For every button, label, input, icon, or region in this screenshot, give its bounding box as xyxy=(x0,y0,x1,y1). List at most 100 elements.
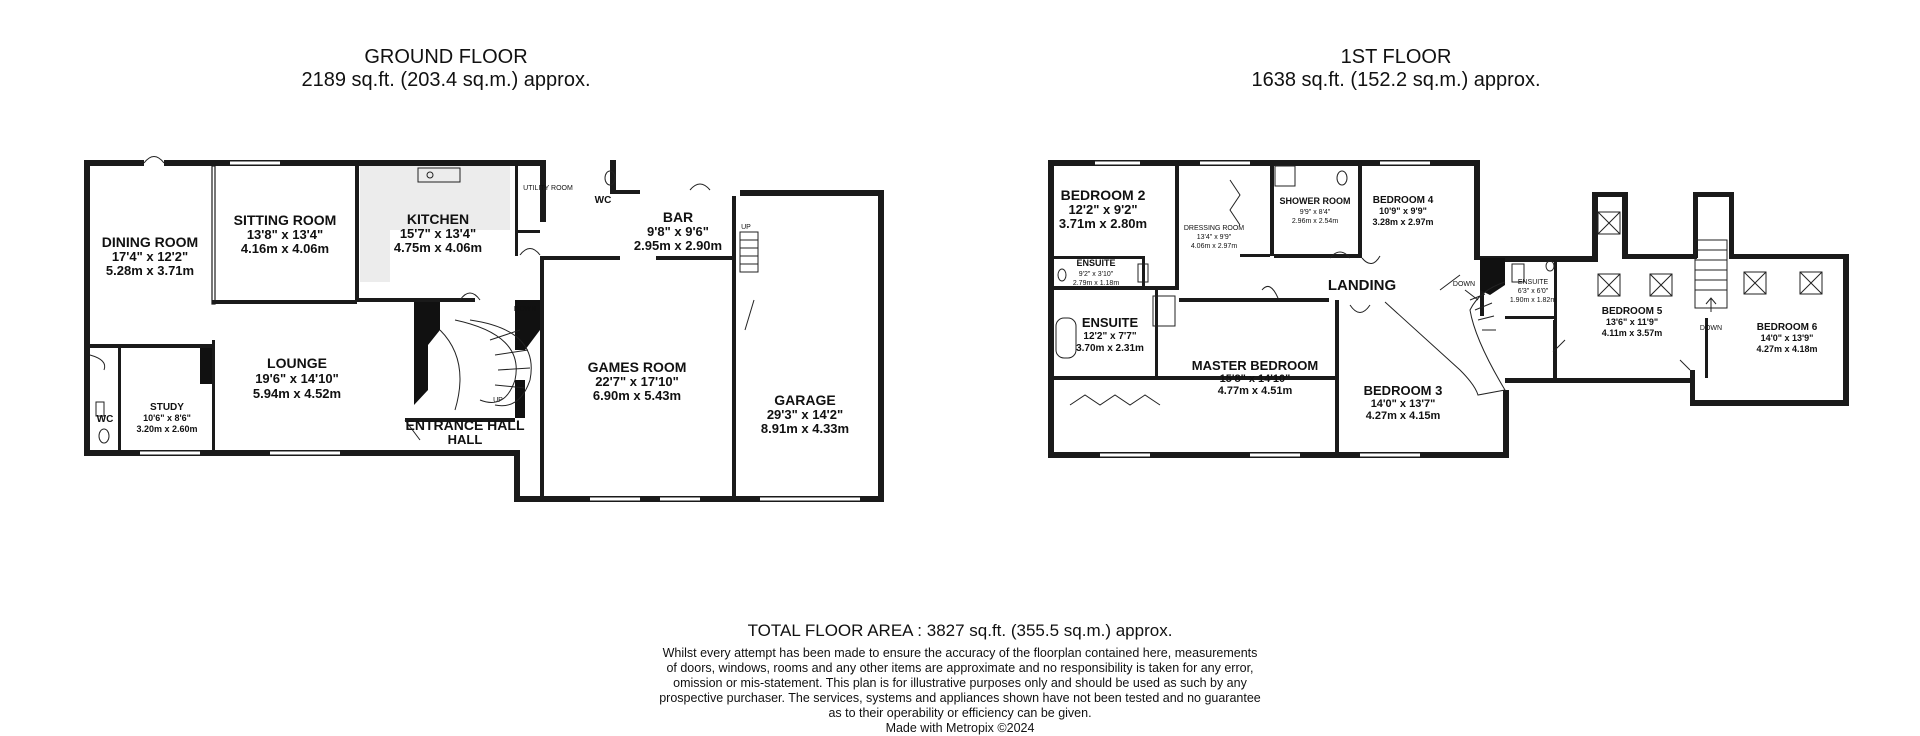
stair-label-down-2: DOWN xyxy=(1700,325,1722,332)
windows xyxy=(140,161,860,501)
svg-text:5.28m x 3.71m: 5.28m x 3.71m xyxy=(106,263,194,278)
disclaimer-line: Whilst every attempt has been made to en… xyxy=(662,646,1258,660)
room-label-wc-2: WC xyxy=(97,414,114,425)
svg-text:10'9" x 9'9": 10'9" x 9'9" xyxy=(1379,206,1427,216)
credit: Made with Metropix ©2024 xyxy=(885,721,1035,735)
svg-text:15'7" x 13'4": 15'7" x 13'4" xyxy=(400,226,476,241)
shower-icon xyxy=(1274,165,1296,187)
room-label-bedroom-3: BEDROOM 3 14'0" x 13'7" 4.27m x 4.15m xyxy=(1364,383,1443,422)
room-label-lounge: LOUNGE 19'6" x 14'10" 5.94m x 4.52m xyxy=(253,355,341,401)
kitchen-sink-icon xyxy=(417,167,461,183)
room-label-bedroom-6: BEDROOM 6 14'0" x 13'9" 4.27m x 4.18m xyxy=(1756,322,1817,354)
svg-text:22'7" x 17'10": 22'7" x 17'10" xyxy=(595,374,679,389)
disclaimer-line: of doors, windows, rooms and any other i… xyxy=(666,661,1254,675)
bath-icon xyxy=(1055,317,1077,359)
svg-text:5.94m x 4.52m: 5.94m x 4.52m xyxy=(253,386,341,401)
svg-text:BEDROOM 5: BEDROOM 5 xyxy=(1602,306,1663,317)
svg-text:1.90m x 1.82m: 1.90m x 1.82m xyxy=(1510,297,1556,304)
svg-text:3.70m x 2.31m: 3.70m x 2.31m xyxy=(1076,343,1144,354)
svg-text:3.28m x 2.97m: 3.28m x 2.97m xyxy=(1372,217,1433,227)
svg-text:14'0" x 13'9": 14'0" x 13'9" xyxy=(1761,333,1814,343)
ground-floor-heading: GROUND FLOOR 2189 sq.ft. (203.4 sq.m.) a… xyxy=(246,46,646,92)
svg-text:ENSUITE: ENSUITE xyxy=(1082,315,1139,330)
room-label-games-room: GAMES ROOM 22'7" x 17'10" 6.90m x 5.43m xyxy=(588,359,687,403)
room-label-garage: GARAGE 29'3" x 14'2" 8.91m x 4.33m xyxy=(761,392,849,436)
svg-text:13'8" x 13'4": 13'8" x 13'4" xyxy=(247,227,323,242)
ground-staircase xyxy=(439,319,532,411)
svg-text:12'2" x 9'2": 12'2" x 9'2" xyxy=(1068,202,1137,217)
svg-text:2.95m x 2.90m: 2.95m x 2.90m xyxy=(634,238,722,253)
svg-text:LOUNGE: LOUNGE xyxy=(267,355,327,371)
svg-text:STUDY: STUDY xyxy=(150,402,184,413)
svg-text:4.06m x 2.97m: 4.06m x 2.97m xyxy=(1191,243,1237,250)
footer: TOTAL FLOOR AREA : 3827 sq.ft. (355.5 sq… xyxy=(560,620,1360,736)
windows xyxy=(1095,161,1430,457)
room-label-bedroom-4: BEDROOM 4 10'9" x 9'9" 3.28m x 2.97m xyxy=(1372,195,1433,227)
stair-label-down: DOWN xyxy=(514,306,536,313)
room-label-ensuite-bed2: ENSUITE 9'2" x 3'10" 2.79m x 1.18m xyxy=(1073,258,1119,287)
first-floor-heading: 1ST FLOOR 1638 sq.ft. (152.2 sq.m.) appr… xyxy=(1196,46,1596,92)
svg-text:GARAGE: GARAGE xyxy=(774,392,835,408)
svg-text:SHOWER ROOM: SHOWER ROOM xyxy=(1280,196,1351,206)
svg-text:MASTER BEDROOM: MASTER BEDROOM xyxy=(1192,358,1318,373)
room-label-dining-room: DINING ROOM 17'4" x 12'2" 5.28m x 3.71m xyxy=(102,234,198,278)
first-floor-area: 1638 sq.ft. (152.2 sq.m.) approx. xyxy=(1251,69,1541,91)
svg-text:13'6" x 11'9": 13'6" x 11'9" xyxy=(1606,317,1658,327)
svg-text:6'3" x 6'0": 6'3" x 6'0" xyxy=(1518,288,1549,295)
svg-text:4.27m x 4.18m: 4.27m x 4.18m xyxy=(1756,344,1817,354)
stair-label-up: UP xyxy=(493,397,503,404)
svg-text:9'9" x 8'4": 9'9" x 8'4" xyxy=(1300,209,1331,216)
svg-text:10'6" x 8'6": 10'6" x 8'6" xyxy=(143,413,191,423)
disclaimer: Whilst every attempt has been made to en… xyxy=(560,646,1360,736)
basin-icon xyxy=(1137,263,1149,283)
wall xyxy=(84,160,144,166)
svg-text:17'4" x 12'2": 17'4" x 12'2" xyxy=(112,249,188,264)
svg-text:4.11m x 3.57m: 4.11m x 3.57m xyxy=(1602,328,1663,338)
chimney-breast xyxy=(414,302,440,405)
disclaimer-line: as to their operability or efficiency ca… xyxy=(828,706,1092,720)
svg-text:HALL: HALL xyxy=(448,432,483,447)
svg-text:ENTRANCE HALL: ENTRANCE HALL xyxy=(406,417,525,433)
svg-text:ENSUITE: ENSUITE xyxy=(1518,279,1549,286)
svg-text:3.71m x 2.80m: 3.71m x 2.80m xyxy=(1059,216,1147,231)
ground-floor-area: 2189 sq.ft. (203.4 sq.m.) approx. xyxy=(301,69,591,91)
total-floor-area: TOTAL FLOOR AREA : 3827 sq.ft. (355.5 sq… xyxy=(747,621,1173,640)
svg-text:DRESSING ROOM: DRESSING ROOM xyxy=(1184,225,1244,232)
room-label-landing: LANDING xyxy=(1328,277,1396,294)
svg-text:2.96m x 2.54m: 2.96m x 2.54m xyxy=(1292,218,1338,225)
first-floor-plan: BEDROOM 2 12'2" x 9'2" 3.71m x 2.80m DRE… xyxy=(1048,160,1849,458)
disclaimer-line: omission or mis-statement. This plan is … xyxy=(673,676,1247,690)
svg-text:DINING ROOM: DINING ROOM xyxy=(102,234,198,250)
svg-text:14'0" x 13'7": 14'0" x 13'7" xyxy=(1371,398,1436,410)
toilet-icon xyxy=(98,428,110,444)
svg-text:12'2" x 7'7": 12'2" x 7'7" xyxy=(1083,331,1136,342)
room-label-study: STUDY 10'6" x 8'6" 3.20m x 2.60m xyxy=(136,402,197,434)
svg-text:29'3" x 14'2": 29'3" x 14'2" xyxy=(767,407,843,422)
ground-floor-plan: DINING ROOM 17'4" x 12'2" 5.28m x 3.71m … xyxy=(84,156,884,502)
svg-text:19'6" x 14'10": 19'6" x 14'10" xyxy=(255,371,339,386)
svg-text:4.27m x 4.15m: 4.27m x 4.15m xyxy=(1366,410,1441,422)
shower-icon xyxy=(1152,295,1176,327)
room-label-bedroom-5: BEDROOM 5 13'6" x 11'9" 4.11m x 3.57m xyxy=(1602,306,1663,338)
svg-text:SITTING ROOM: SITTING ROOM xyxy=(234,212,337,228)
svg-text:15'8" x 14'10": 15'8" x 14'10" xyxy=(1220,373,1291,385)
svg-text:BAR: BAR xyxy=(663,209,693,225)
toilet-icon xyxy=(1336,170,1348,186)
svg-text:4.77m x 4.51m: 4.77m x 4.51m xyxy=(1218,385,1293,397)
room-label-sitting-room: SITTING ROOM 13'8" x 13'4" 4.16m x 4.06m xyxy=(234,212,337,256)
toilet-icon xyxy=(604,170,616,186)
svg-text:3.20m x 2.60m: 3.20m x 2.60m xyxy=(136,424,197,434)
basin-icon xyxy=(95,401,105,417)
svg-text:KITCHEN: KITCHEN xyxy=(407,211,469,227)
toilet-icon xyxy=(1057,268,1067,282)
room-label-bedroom-2: BEDROOM 2 12'2" x 9'2" 3.71m x 2.80m xyxy=(1059,187,1147,231)
svg-text:9'2" x 3'10": 9'2" x 3'10" xyxy=(1079,271,1114,278)
svg-text:9'8" x 9'6": 9'8" x 9'6" xyxy=(647,224,709,239)
room-label-bar: BAR 9'8" x 9'6" 2.95m x 2.90m xyxy=(634,209,722,253)
svg-text:ENSUITE: ENSUITE xyxy=(1076,258,1115,268)
svg-text:4.16m x 4.06m: 4.16m x 4.06m xyxy=(241,241,329,256)
wardrobe-doors xyxy=(1069,394,1161,406)
svg-text:BEDROOM 3: BEDROOM 3 xyxy=(1364,383,1443,398)
svg-text:GAMES ROOM: GAMES ROOM xyxy=(588,359,687,375)
bedroom-5-staircase xyxy=(1694,239,1728,312)
